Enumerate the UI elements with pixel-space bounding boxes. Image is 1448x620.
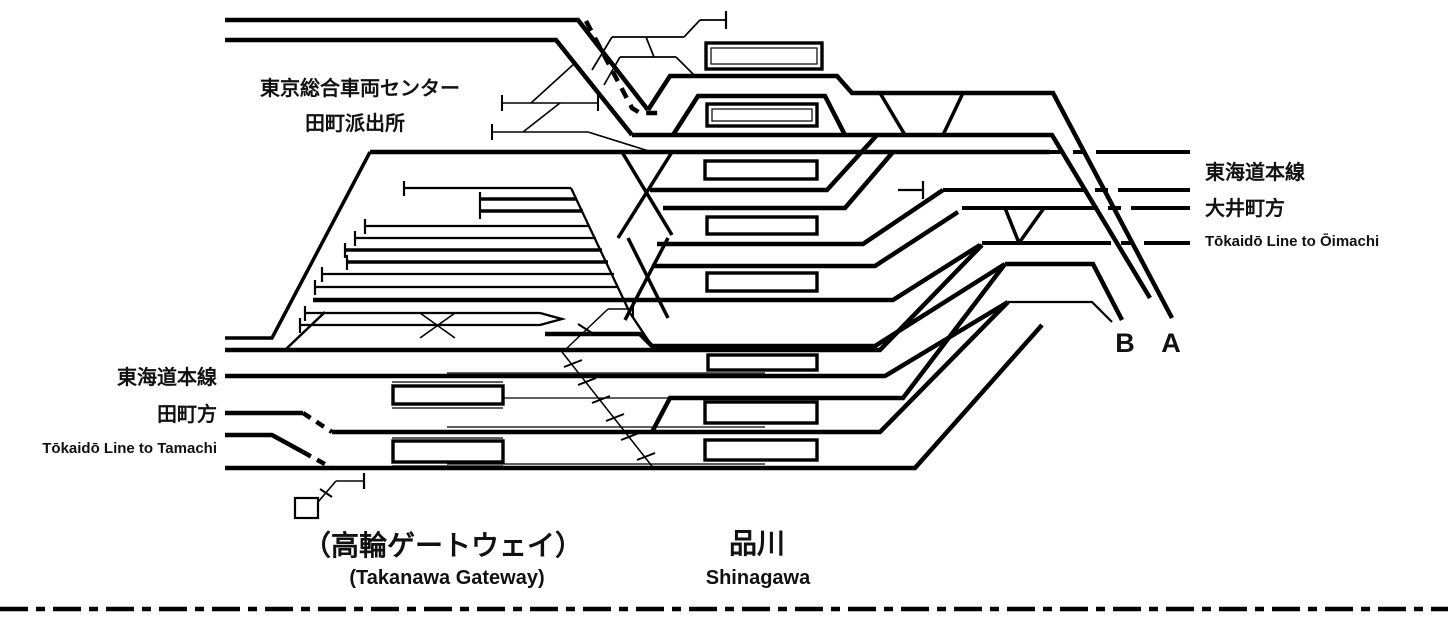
dashed-connection-line xyxy=(584,19,662,116)
yard-track-end-ticks xyxy=(298,181,482,333)
signal-box xyxy=(293,496,320,520)
platforms xyxy=(391,41,824,467)
left-label-en: Tōkaidō Line to Tamachi xyxy=(42,440,217,457)
siding-inner xyxy=(1008,300,1113,323)
top-thin-ladder xyxy=(591,11,728,86)
takanawa-gateway-platforms xyxy=(391,381,505,467)
right-label-tokaido: 東海道本線 xyxy=(1205,160,1305,184)
left-label-tokaido: 東海道本線 xyxy=(117,365,217,389)
throat-crossings xyxy=(616,151,674,321)
right-label-oimachi: 大井町方 xyxy=(1205,196,1285,220)
depot-name-line1: 東京総合車両センター xyxy=(260,76,460,100)
yard-boundary xyxy=(225,151,372,340)
dashed-jog-lower xyxy=(301,450,334,470)
shinagawa-main-tracks xyxy=(225,133,1050,471)
dashed-jog-upper xyxy=(301,411,334,434)
right-exit-tracks xyxy=(898,150,1190,245)
station-takanawa-en: (Takanawa Gateway) xyxy=(349,567,544,589)
depot-name-line2: 田町派出所 xyxy=(305,112,405,135)
left-label-tamachi: 田町方 xyxy=(157,402,217,426)
station-takanawa-jp: （高輪ゲートウェイ） xyxy=(303,529,583,561)
track-letter-b: B xyxy=(1115,328,1135,358)
depot-yard xyxy=(225,151,653,351)
platform-edge-lines xyxy=(447,372,765,465)
upper-yard-ladder xyxy=(491,62,653,153)
track-a-line xyxy=(646,73,1174,320)
siding-hairpins xyxy=(1005,261,1124,323)
station-shinagawa-jp: 品川 xyxy=(729,528,785,559)
ticked-chain xyxy=(561,301,656,471)
shinagawa-platforms xyxy=(703,41,824,462)
track-letter-a: A xyxy=(1161,328,1181,358)
shinagawa-upper-tracks xyxy=(632,73,1174,320)
station-shinagawa-en: Shinagawa xyxy=(706,567,811,589)
siding-b xyxy=(1005,261,1124,322)
right-label-en: Tōkaidō Line to Ōimachi xyxy=(1205,233,1379,250)
depot-approach-lines xyxy=(225,17,662,137)
signal-box-group xyxy=(293,473,366,520)
